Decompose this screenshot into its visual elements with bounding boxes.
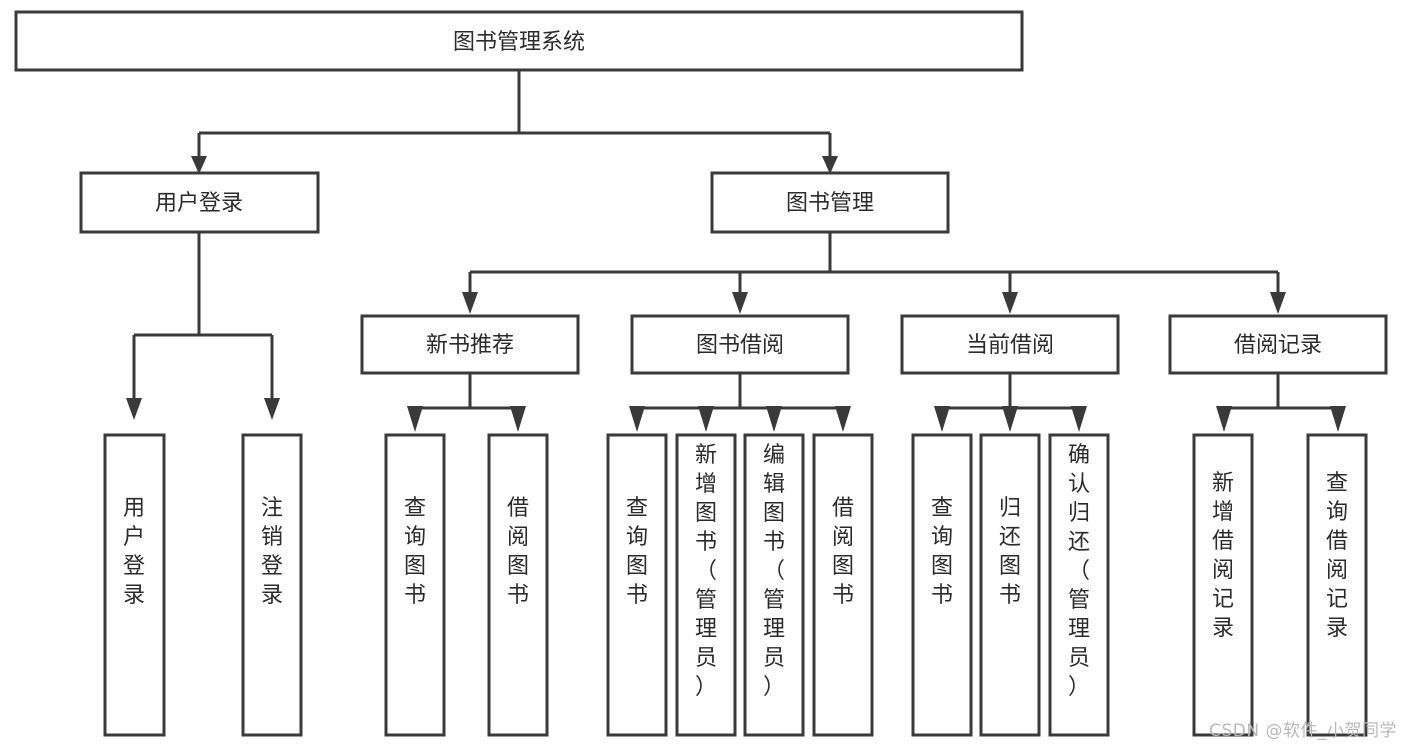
node-leaf-user-login-label: 用户登录: [123, 496, 145, 608]
node-leaf-logout-box[interactable]: [241, 433, 303, 737]
node-leaf-borrow-book-2-box[interactable]: [812, 433, 874, 737]
node-leaf-query-book-1[interactable]: 查询图书: [384, 433, 446, 737]
node-leaf-query-record-label: 查询借阅记录: [1326, 471, 1348, 641]
node-new-book-rec-label: 新书推荐: [426, 333, 514, 358]
node-leaf-add-book[interactable]: 新增图书（管理员）: [675, 433, 737, 737]
node-leaf-borrow-book-2[interactable]: 借阅图书: [812, 433, 874, 737]
node-leaf-confirm-return-label: 确认归还（管理员）: [1068, 443, 1090, 700]
arrowhead-leaf-edit-book: [766, 406, 782, 432]
connector-bookmanage-to-level3: [468, 232, 1280, 295]
node-leaf-query-book-1-box[interactable]: [384, 433, 446, 737]
node-book-borrow-box[interactable]: [630, 314, 850, 375]
node-leaf-borrow-book-2-label: 借阅图书: [832, 496, 854, 608]
node-leaf-add-book-box[interactable]: [675, 433, 737, 737]
node-leaf-query-record-box[interactable]: [1306, 433, 1368, 737]
node-leaf-return-book-label: 归还图书: [999, 496, 1021, 608]
node-leaf-return-book[interactable]: 归还图书: [979, 433, 1041, 737]
arrowhead-leaf-query-record: [1330, 406, 1346, 432]
arrowhead-leaf-borrow-book-1: [510, 406, 526, 432]
node-leaf-logout[interactable]: 注销登录: [241, 433, 303, 737]
arrowhead-leaf-confirm-return: [1071, 406, 1087, 432]
node-leaf-user-login[interactable]: 用户登录: [103, 433, 166, 737]
node-book-manage[interactable]: 图书管理: [710, 171, 950, 234]
connector-userlogin-to-leaves: [132, 232, 274, 400]
connector-root-to-level2: [197, 70, 832, 160]
node-root-label: 图书管理系统: [453, 30, 585, 55]
arrowhead-leaf-user-login: [126, 398, 142, 420]
node-leaf-borrow-book-1-label: 借阅图书: [507, 496, 529, 608]
node-leaf-borrow-book-1-box[interactable]: [487, 433, 549, 737]
node-leaf-add-record-label: 新增借阅记录: [1212, 471, 1234, 641]
node-leaf-query-book-3-label: 查询图书: [931, 496, 953, 608]
node-borrow-record-box[interactable]: [1168, 314, 1388, 375]
node-user-login-label: 用户登录: [155, 191, 243, 216]
node-user-login-box[interactable]: [79, 171, 320, 234]
arrowhead-leaf-query-book-2: [629, 406, 645, 432]
node-book-manage-box[interactable]: [710, 171, 950, 234]
node-leaf-add-book-label: 新增图书（管理员）: [695, 443, 717, 700]
arrowhead-new-book-rec: [462, 292, 478, 314]
connector-bookborrow-to-leaves: [635, 373, 845, 420]
node-leaf-query-book-1-label: 查询图书: [404, 496, 426, 608]
node-new-book-rec-box[interactable]: [360, 314, 580, 375]
node-leaf-query-record[interactable]: 查询借阅记录: [1306, 433, 1368, 737]
arrowhead-leaf-borrow-book-2: [835, 406, 851, 432]
arrowhead-leaf-return-book: [1002, 406, 1018, 432]
node-book-manage-label: 图书管理: [786, 191, 874, 216]
node-leaf-query-book-2[interactable]: 查询图书: [606, 433, 668, 737]
node-leaf-user-login-box[interactable]: [103, 433, 166, 737]
arrowhead-book-manage: [822, 156, 838, 174]
arrowhead-user-login: [191, 156, 207, 174]
arrowhead-leaf-query-book-3: [934, 406, 950, 432]
csdn-watermark: CSDN @软件_小贺同学: [1209, 721, 1397, 741]
connector-borrowrecord-to-leaves: [1222, 373, 1340, 420]
node-current-borrow-box[interactable]: [900, 314, 1120, 375]
node-leaf-edit-book-label: 编辑图书（管理员）: [763, 443, 785, 700]
arrowhead-book-borrow: [732, 292, 748, 314]
node-leaf-confirm-return[interactable]: 确认归还（管理员）: [1048, 433, 1110, 737]
node-leaf-return-book-box[interactable]: [979, 433, 1041, 737]
node-leaf-add-record[interactable]: 新增借阅记录: [1192, 433, 1254, 737]
arrowhead-borrow-record: [1270, 292, 1286, 314]
arrowhead-leaf-add-book: [698, 406, 714, 432]
node-leaf-query-book-3-box[interactable]: [911, 433, 973, 737]
arrowhead-current-borrow: [1002, 292, 1018, 314]
arrowhead-leaf-add-record: [1216, 406, 1232, 432]
node-leaf-borrow-book-1[interactable]: 借阅图书: [487, 433, 549, 737]
node-leaf-query-book-2-box[interactable]: [606, 433, 668, 737]
node-root[interactable]: 图书管理系统: [14, 10, 1024, 72]
node-borrow-record[interactable]: 借阅记录: [1168, 314, 1388, 375]
arrowhead-leaf-query-book-1: [407, 406, 423, 432]
node-leaf-query-book-2-label: 查询图书: [626, 496, 648, 608]
node-leaf-logout-label: 注销登录: [261, 496, 283, 608]
node-leaf-add-record-box[interactable]: [1192, 433, 1254, 737]
node-borrow-record-label: 借阅记录: [1234, 333, 1322, 358]
node-leaf-confirm-return-box[interactable]: [1048, 433, 1110, 737]
node-book-borrow[interactable]: 图书借阅: [630, 314, 850, 375]
node-leaf-edit-book[interactable]: 编辑图书（管理员）: [743, 433, 805, 737]
node-current-borrow[interactable]: 当前借阅: [900, 314, 1120, 375]
node-leaf-edit-book-box[interactable]: [743, 433, 805, 737]
connector-layer: [126, 70, 1346, 432]
arrowhead-leaf-logout: [264, 398, 280, 420]
node-current-borrow-label: 当前借阅: [966, 333, 1054, 358]
node-book-borrow-label: 图书借阅: [696, 333, 784, 358]
node-leaf-query-book-3[interactable]: 查询图书: [911, 433, 973, 737]
node-root-box[interactable]: [14, 10, 1024, 72]
node-new-book-rec[interactable]: 新书推荐: [360, 314, 580, 375]
node-user-login[interactable]: 用户登录: [79, 171, 320, 234]
connector-newbookrec-to-leaves: [413, 373, 520, 420]
